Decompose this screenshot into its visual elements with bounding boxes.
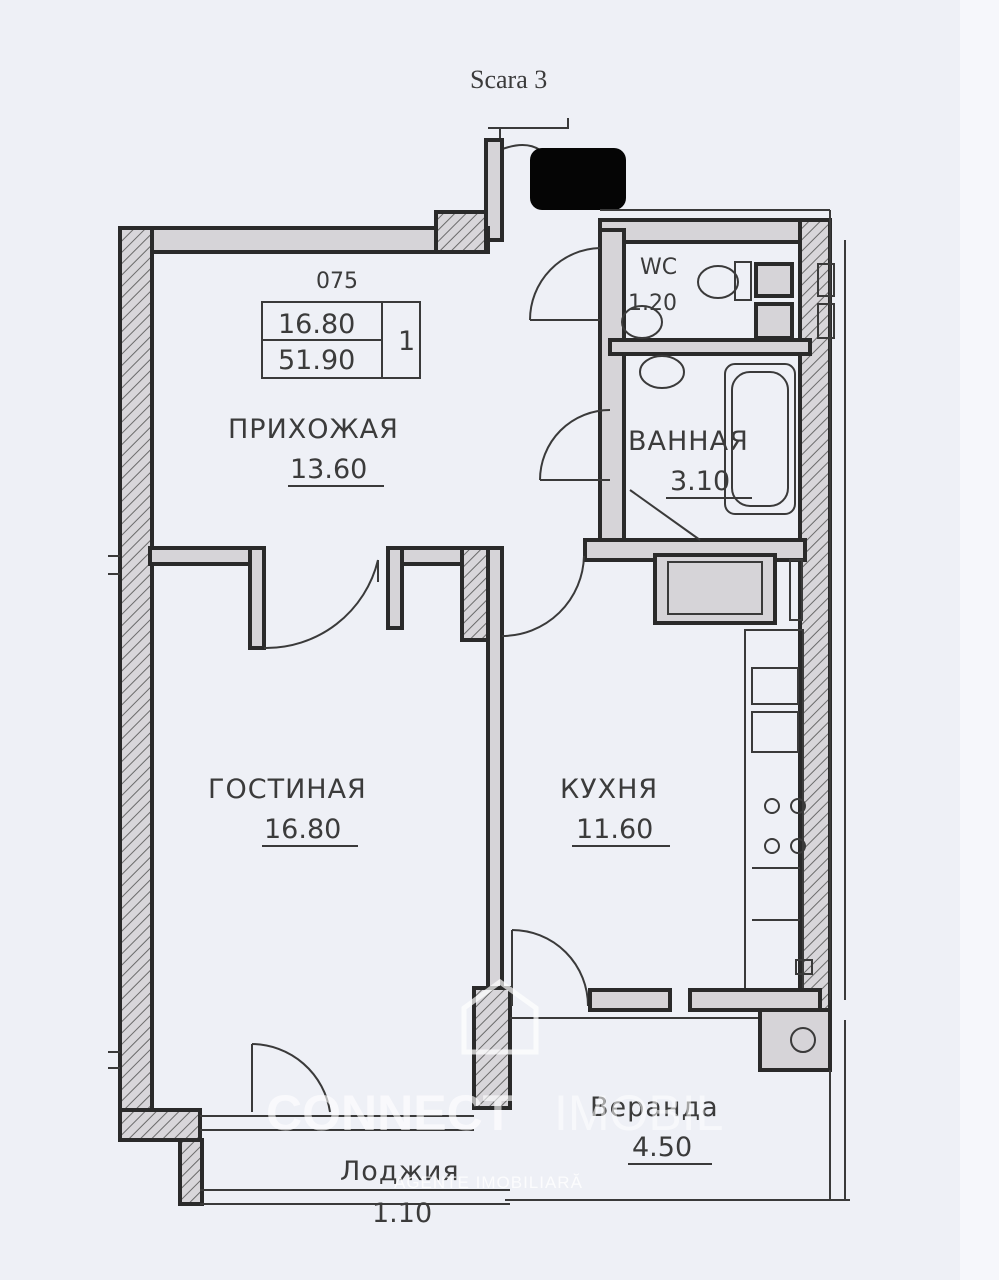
outer-walls [118,209,846,1140]
interior-walls [148,546,803,1110]
room-wc-name: WC [640,255,677,280]
room-kitchen-name: КУХНЯ [560,774,658,805]
unit-rooms-count: 1 [398,326,415,357]
paper-right-edge [960,0,999,1280]
watermark-brand-right: IMOBIL [554,1085,723,1141]
room-bath-name: ВАННАЯ [628,426,749,457]
room-kitchen-area: 11.60 [576,814,653,845]
house-icon [461,978,539,1055]
loggia-block [118,1043,510,1206]
unit-living-area: 16.80 [278,309,355,340]
room-living-name: ГОСТИНАЯ [208,774,367,805]
wet-block [529,228,835,562]
veranda-block [505,988,850,1201]
unit-total-area: 51.90 [278,345,355,376]
watermark-brand-left: CONNECT [266,1085,513,1141]
room-hall-area: 13.60 [290,454,367,485]
room-hall-name: ПРИХОЖАЯ [228,414,399,445]
watermark: CONNECT IMOBIL AGENTE IMOBILIARĂ [266,978,723,1192]
redaction-mark [530,148,626,210]
room-veranda-name: Веранда [590,1092,719,1123]
room-veranda-area: 4.50 [632,1132,692,1163]
room-bath-area: 3.10 [670,466,730,497]
left-ticks [108,555,120,1069]
entrance-passage [484,118,626,242]
room-labels: ПРИХОЖАЯ 13.60 WC 1.20 ВАННАЯ 3.10 ГОСТИ… [208,255,752,1229]
stair-label: Scara 3 [470,65,547,94]
room-wc-area: 1.20 [628,291,677,316]
unit-number: 075 [316,269,358,294]
room-loggia-name: Лоджия [340,1156,460,1187]
room-loggia-area: 1.10 [372,1198,432,1229]
watermark-tagline: AGENTE IMOBILIARĂ [394,1173,583,1192]
room-living-area: 16.80 [264,814,341,845]
unit-info: 075 16.80 51.90 1 [261,269,421,379]
